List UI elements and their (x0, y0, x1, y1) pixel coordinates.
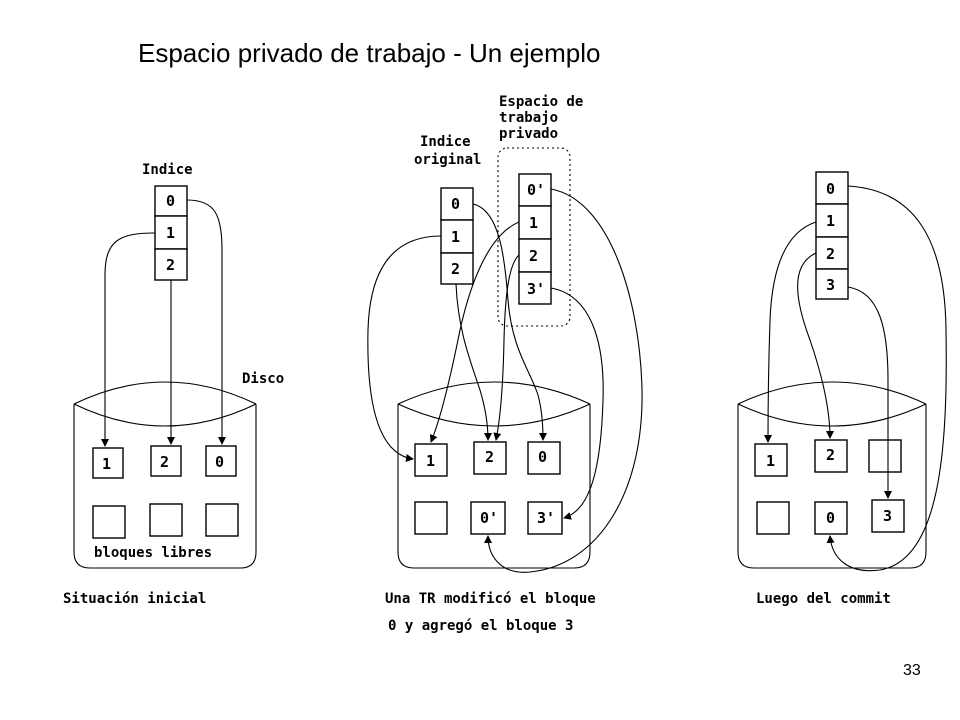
private-pointer-1 (429, 221, 520, 443)
caption-initial: Situación inicial (63, 591, 206, 607)
left-block-2 (150, 445, 182, 477)
right-block-0 (814, 501, 848, 535)
private-index-text-2: 2 (529, 247, 538, 265)
left-index-text-2: 2 (166, 256, 175, 274)
middle-free-block (414, 501, 448, 535)
left-free-block-b (149, 503, 183, 537)
right-index-cell-2 (815, 236, 849, 270)
right-blocks: 1 2 0 3 (754, 439, 905, 535)
right-index-text-3: 3 (826, 276, 835, 294)
right-block-3 (871, 499, 905, 533)
free-blocks-label: bloques libres (94, 545, 212, 561)
right-index-cell-1 (815, 203, 849, 238)
caption-after-commit: Luego del commit (756, 591, 891, 607)
middle-block-0 (527, 441, 561, 475)
left-block-1 (92, 447, 124, 479)
left-blocks: 1 2 0 (92, 445, 239, 539)
left-index-text-0: 0 (166, 192, 175, 210)
right-index-text-2: 2 (826, 245, 835, 263)
left-index-text-1: 1 (166, 224, 175, 242)
middle-block-text-0-new: 0' (480, 509, 498, 527)
right-pointer-0 (826, 185, 947, 572)
middle-block-text-2: 2 (485, 448, 494, 466)
right-pointer-2 (797, 252, 834, 439)
right-disk (737, 381, 927, 569)
left-free-block-a (92, 505, 126, 539)
original-index-cell-2 (440, 252, 474, 285)
private-pointer-2 (493, 254, 520, 441)
original-index-table: 0 1 2 (440, 187, 474, 285)
right-index-text-1: 1 (826, 212, 835, 230)
private-index-table: 0' 1 2 3' (518, 173, 552, 305)
middle-block-1 (414, 443, 448, 477)
panel-transaction: Espacio de trabajo privado Indice origin… (367, 94, 643, 634)
private-index-cell-0 (518, 173, 552, 207)
original-label-line-2: original (414, 152, 481, 168)
middle-blocks: 1 2 0 0' 3' (414, 441, 563, 535)
panel-after-commit: 0 1 2 3 1 2 0 3 Luego del commit (737, 171, 947, 607)
left-index-table: 0 1 2 (154, 185, 188, 281)
private-index-text-1: 1 (529, 214, 538, 232)
page-number: 33 (903, 662, 921, 679)
original-pointer-1 (367, 235, 442, 462)
private-index-text-3: 3' (527, 280, 545, 298)
disk-label: Disco (242, 371, 284, 387)
right-empty-block (756, 501, 790, 535)
private-label-line-2: trabajo (499, 110, 558, 126)
right-index-table: 0 1 2 3 (815, 171, 849, 300)
left-disk (73, 381, 257, 569)
private-pointer-3prime (550, 287, 604, 520)
right-pointer-1 (764, 221, 817, 443)
panel-initial-state: Indice 0 1 2 Disco 1 2 0 bloques libr (63, 162, 284, 607)
caption-transaction-line-2: 0 y agregó el bloque 3 (388, 618, 573, 634)
middle-block-text-0: 0 (538, 448, 547, 466)
left-block-0 (205, 445, 237, 477)
original-label-line-1: Indice (420, 134, 471, 150)
middle-block-0-new (470, 501, 506, 535)
left-block-text-2: 2 (160, 453, 169, 471)
right-block-text-2: 2 (826, 446, 835, 464)
left-block-text-0: 0 (215, 453, 224, 471)
left-block-text-1: 1 (102, 455, 111, 473)
right-block-text-0: 0 (826, 509, 835, 527)
left-index-cell-0 (154, 185, 188, 217)
right-free-block (868, 439, 902, 473)
slide-title: Espacio privado de trabajo - Un ejemplo (138, 38, 601, 68)
right-pointer-3 (847, 286, 892, 499)
right-block-text-3: 3 (883, 507, 892, 525)
left-pointer-0 (186, 199, 226, 445)
middle-disk (397, 381, 591, 569)
original-pointer-2 (455, 283, 492, 441)
right-block-2 (814, 439, 848, 473)
private-label-line-1: Espacio de (499, 94, 583, 110)
left-index-cell-2 (154, 248, 188, 281)
caption-transaction-line-1: Una TR modificó el bloque (385, 591, 596, 607)
left-index-label: Indice (142, 162, 193, 178)
right-block-text-1: 1 (766, 452, 775, 470)
private-pointer-0prime (484, 188, 643, 573)
middle-block-text-1: 1 (426, 452, 435, 470)
right-index-cell-3 (815, 268, 849, 300)
right-block-1 (754, 443, 788, 477)
left-pointer-1 (101, 232, 156, 447)
middle-block-text-3-new: 3' (537, 509, 555, 527)
middle-block-2 (473, 441, 507, 475)
private-index-cell-1 (518, 205, 552, 240)
original-pointer-0 (472, 203, 547, 441)
private-label-line-3: privado (499, 126, 558, 142)
original-index-text-1: 1 (451, 228, 460, 246)
right-index-text-0: 0 (826, 180, 835, 198)
private-index-text-0: 0' (527, 181, 545, 199)
original-index-text-2: 2 (451, 260, 460, 278)
original-index-text-0: 0 (451, 195, 460, 213)
left-free-block-c (205, 503, 239, 537)
left-index-cell-1 (154, 215, 188, 250)
middle-block-3-new (527, 501, 563, 535)
private-workspace-region (497, 147, 571, 327)
